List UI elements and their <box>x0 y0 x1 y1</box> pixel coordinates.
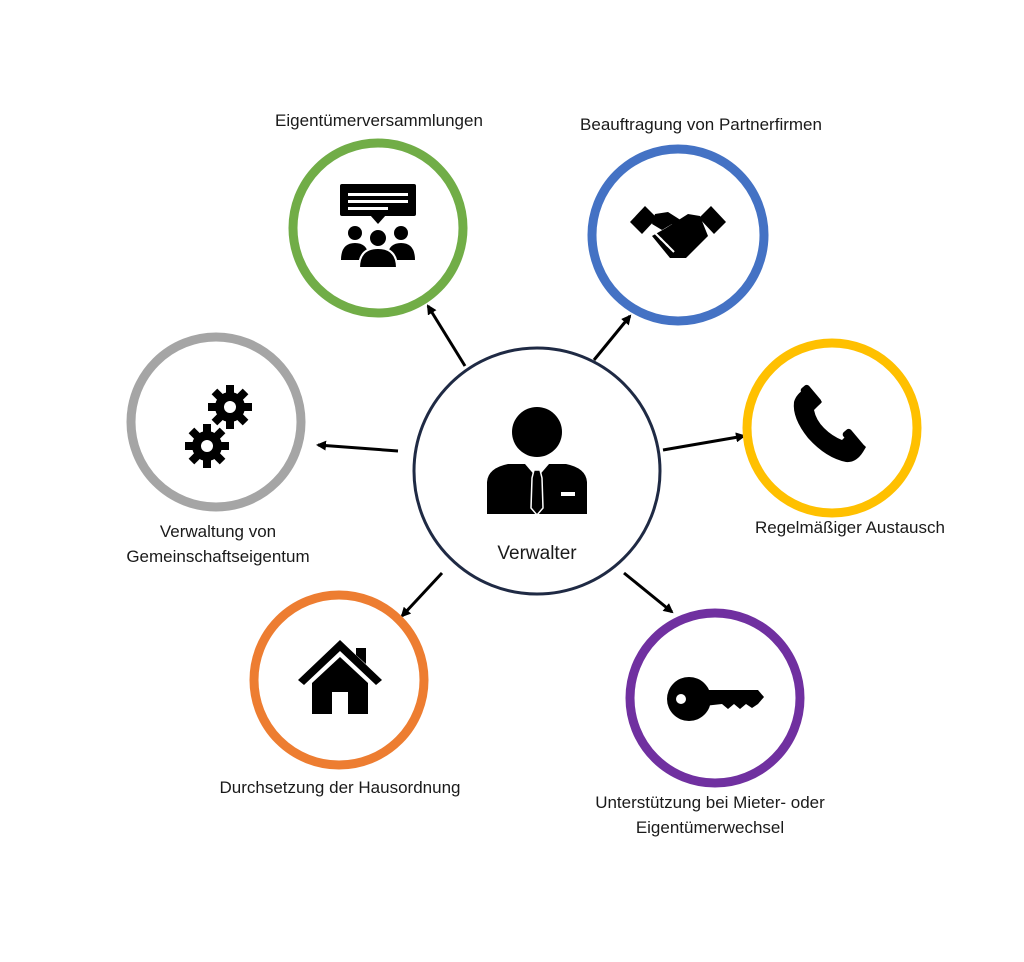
label-line: Eigentümerversammlungen <box>275 111 483 130</box>
arrow-to-gemeinschaftseigentum <box>316 440 399 453</box>
arrow-to-hausordnung <box>400 571 444 618</box>
label-line: Regelmäßiger Austausch <box>755 518 945 537</box>
node-eigentuemerversammlungen <box>288 138 468 318</box>
label-partnerfirmen: Beauftragung von Partnerfirmen <box>551 112 851 137</box>
label-line: Unterstützung bei Mieter- oder <box>595 793 825 812</box>
key-icon <box>667 677 764 721</box>
manager-icon <box>487 407 587 517</box>
center-label: Verwalter <box>437 541 637 566</box>
node-gemeinschaftseigentum <box>126 332 306 512</box>
node-partnerfirmen <box>587 144 769 326</box>
gears-icon <box>185 385 252 468</box>
label-gemeinschaftseigentum: Verwaltung von Gemeinschaftseigentum <box>68 519 368 569</box>
label-line: Eigentümerwechsel <box>635 818 785 837</box>
center-label-text: Verwalter <box>497 543 577 564</box>
arrow-to-wechsel <box>623 571 674 614</box>
ring-yellow <box>742 338 922 518</box>
label-line: Durchsetzung der Hausordnung <box>219 778 461 797</box>
node-wechsel <box>625 608 805 788</box>
label-line: Beauftragung von Partnerfirmen <box>580 115 822 134</box>
label-hausordnung: Durchsetzung der Hausordnung <box>190 775 490 800</box>
label-line: Gemeinschaftseigentum <box>126 547 310 566</box>
node-austausch <box>742 338 922 518</box>
node-hausordnung <box>249 590 429 770</box>
arrows <box>316 304 746 618</box>
center-node <box>412 346 662 596</box>
house-icon <box>298 640 382 714</box>
arrow-to-partnerfirmen <box>592 314 632 361</box>
label-wechsel: Unterstützung bei Mieter- oder Eigentüme… <box>560 790 860 840</box>
label-eigentuemerversammlungen: Eigentümerversammlungen <box>229 108 529 133</box>
meeting-icon <box>340 184 416 269</box>
arrow-to-eigentuemerversammlungen <box>426 304 467 367</box>
label-line: Verwaltung von <box>159 522 277 541</box>
handshake-icon <box>630 206 726 258</box>
label-austausch: Regelmäßiger Austausch <box>700 515 1000 540</box>
arrow-to-austausch <box>662 432 746 452</box>
phone-icon <box>793 384 866 463</box>
